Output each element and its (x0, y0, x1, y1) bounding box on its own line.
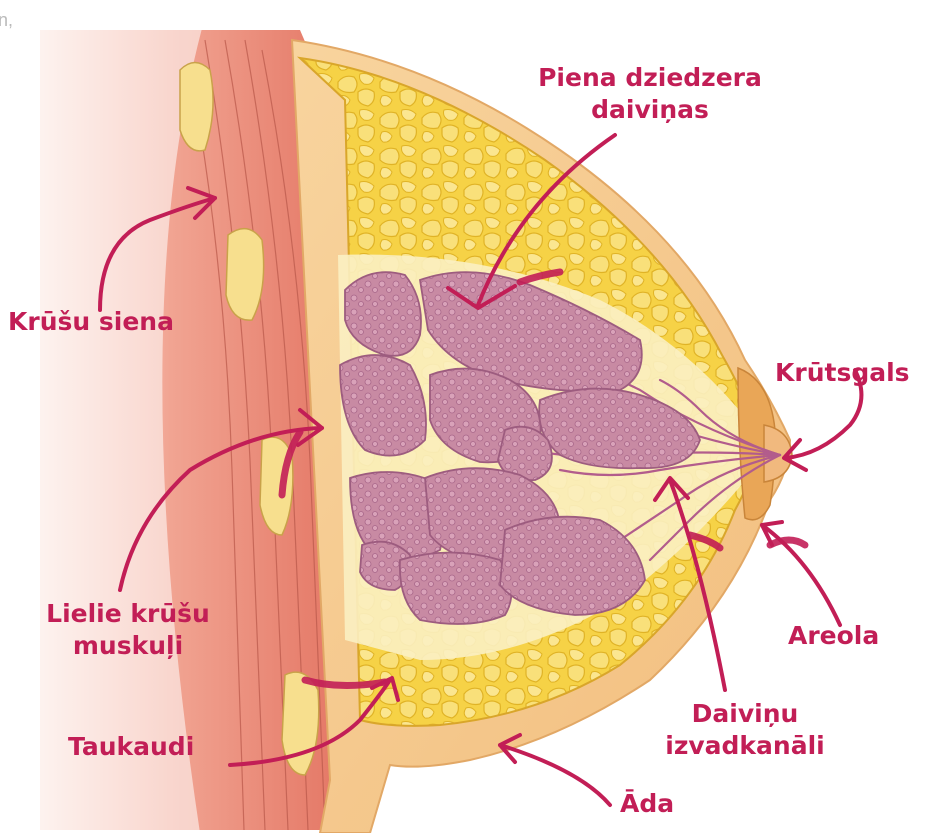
label-fat: Taukaudi (68, 731, 194, 763)
label-ducts-line2: izvadkanāli (655, 730, 835, 762)
label-pectoral: Lielie krūšu muskuļi (28, 598, 228, 662)
label-skin: Āda (620, 788, 674, 820)
label-pectoral-line2: muskuļi (28, 630, 228, 662)
label-nipple-text: Krūtsgals (775, 357, 910, 389)
label-fat-text: Taukaudi (68, 731, 194, 763)
label-areola: Areola (788, 620, 879, 652)
label-pectoral-line1: Lielie krūšu (28, 598, 228, 630)
label-nipple: Krūtsgals (775, 357, 910, 389)
label-chest-wall: Krūšu siena (8, 306, 174, 338)
label-lobules: Piena dziedzera daiviņas (530, 62, 770, 126)
label-skin-text: Āda (620, 788, 674, 820)
label-ducts-line1: Daiviņu (655, 698, 835, 730)
label-ducts: Daiviņu izvadkanāli (655, 698, 835, 762)
label-lobules-line2: daiviņas (530, 94, 770, 126)
label-chest-wall-text: Krūšu siena (8, 306, 174, 338)
label-areola-text: Areola (788, 620, 879, 652)
label-lobules-line1: Piena dziedzera (530, 62, 770, 94)
skin-arrow (500, 745, 610, 805)
